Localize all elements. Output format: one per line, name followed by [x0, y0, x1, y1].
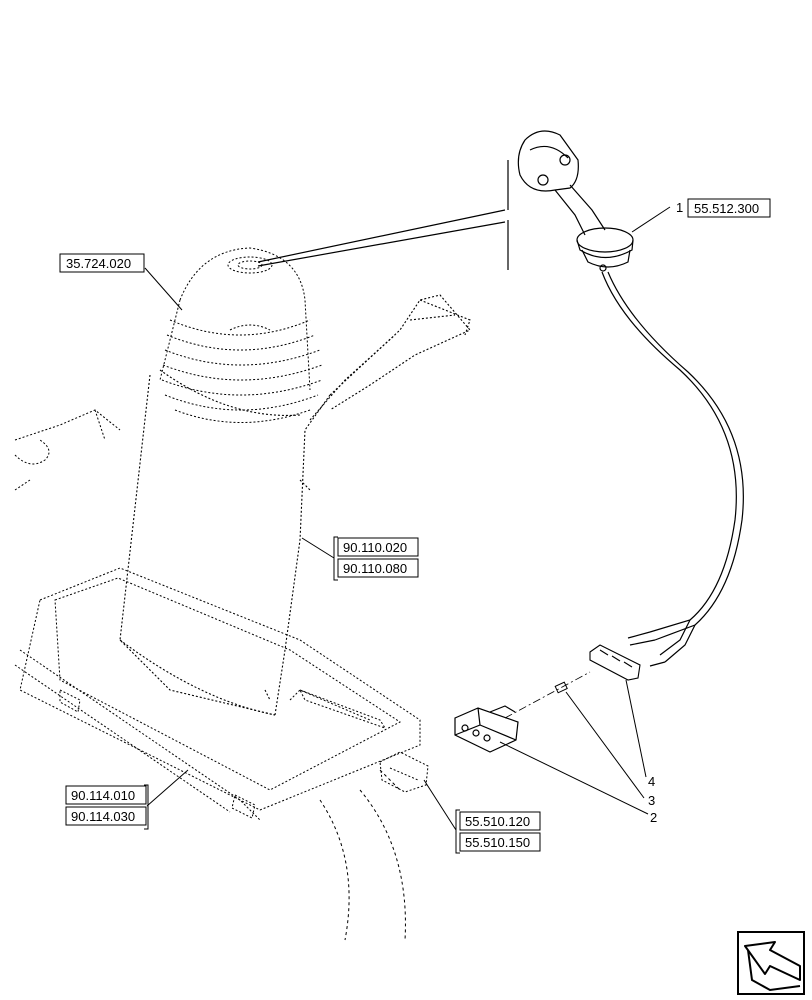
- rubber-boot: [159, 247, 323, 423]
- callout-3: 3: [648, 793, 655, 808]
- svg-text:1: 1: [676, 200, 683, 215]
- svg-text:90.110.080: 90.110.080: [343, 561, 407, 576]
- svg-text:90.114.010: 90.114.010: [71, 788, 135, 803]
- floor-panel: [14, 409, 421, 821]
- svg-text:90.114.030: 90.114.030: [71, 809, 135, 824]
- ref-90-110-020[interactable]: 90.110.020: [337, 537, 419, 557]
- terminal-block: [589, 644, 641, 681]
- ref-group-90-110: [333, 536, 338, 581]
- joystick-cable: [601, 271, 744, 667]
- svg-text:4: 4: [648, 774, 655, 789]
- ref-90-110-080[interactable]: 90.110.080: [337, 558, 419, 578]
- cab-post: [319, 769, 406, 941]
- ref-55-510-120[interactable]: 55.510.120: [459, 811, 541, 831]
- ref-group-55-510: [455, 809, 460, 854]
- floor-connector: [379, 751, 429, 793]
- svg-text:3: 3: [648, 793, 655, 808]
- section-marker: [257, 160, 509, 270]
- callout-1: 1: [676, 200, 683, 215]
- callout-2: 2: [650, 810, 657, 825]
- svg-text:90.110.020: 90.110.020: [343, 540, 407, 555]
- svg-text:55.510.120: 55.510.120: [465, 814, 530, 829]
- svg-text:2: 2: [650, 810, 657, 825]
- leader-lines: [144, 206, 671, 831]
- next-page-arrow-icon[interactable]: [737, 931, 805, 995]
- ref-55-512-300[interactable]: 55.512.300: [687, 198, 771, 218]
- joystick-handle: [517, 130, 634, 272]
- console-housing: [119, 294, 471, 716]
- connector-pin: [554, 681, 568, 694]
- svg-text:35.724.020: 35.724.020: [66, 256, 131, 271]
- callout-4: 4: [648, 774, 655, 789]
- svg-text:55.512.300: 55.512.300: [694, 201, 759, 216]
- ref-90-114-030[interactable]: 90.114.030: [65, 806, 147, 826]
- ref-55-510-150[interactable]: 55.510.150: [459, 832, 541, 852]
- svg-text:55.510.150: 55.510.150: [465, 835, 530, 850]
- connector-plug: [454, 705, 519, 753]
- assembly-axis: [504, 671, 591, 719]
- ref-90-114-010[interactable]: 90.114.010: [65, 785, 147, 805]
- ref-group-90-114: [144, 784, 149, 830]
- ref-35-724-020[interactable]: 35.724.020: [59, 253, 145, 273]
